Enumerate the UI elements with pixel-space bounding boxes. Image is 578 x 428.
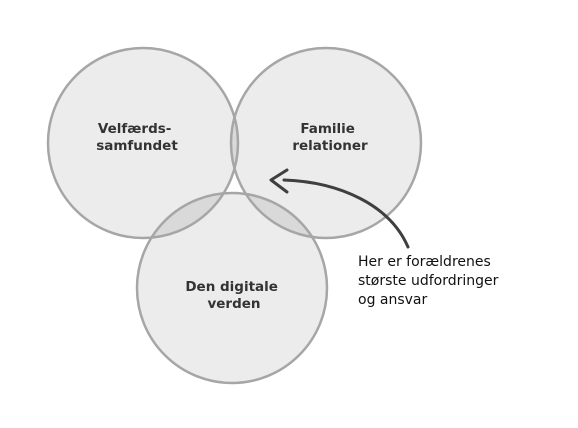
circle-outline-b [229, 46, 423, 240]
label-den-digitale-verden-line1: Den digitale [185, 279, 278, 295]
label-familierelationer-line2: relationer [292, 138, 368, 154]
circle-velfaerdssamfundet [48, 48, 238, 238]
annotation-line3: og ansvar [358, 292, 428, 308]
circle-outline-a [46, 46, 240, 240]
label-familierelationer: Familie relationer [292, 121, 368, 154]
annotation-text: Her er forældrenes største udfordringer … [358, 254, 503, 308]
label-velfaerdssamfundet-line2: samfundet [96, 138, 178, 154]
annotation-line1: Her er forældrenes [358, 254, 491, 270]
label-den-digitale-verden-line2: verden [207, 296, 260, 312]
label-velfaerdssamfundet-line1: Velfærds- [98, 121, 171, 137]
annotation-arrow [282, 178, 410, 249]
annotation-arrowhead [269, 168, 289, 194]
circle-den-digitale-verden [137, 193, 327, 383]
label-familierelationer-line1: Familie [300, 121, 355, 137]
annotation-line2: største udfordringer [358, 273, 499, 289]
circle-familierelationer [231, 48, 421, 238]
label-velfaerdssamfundet: Velfærds- samfundet [96, 121, 178, 154]
circle-outline-c [135, 191, 329, 385]
label-den-digitale-verden: Den digitale verden [185, 279, 282, 312]
